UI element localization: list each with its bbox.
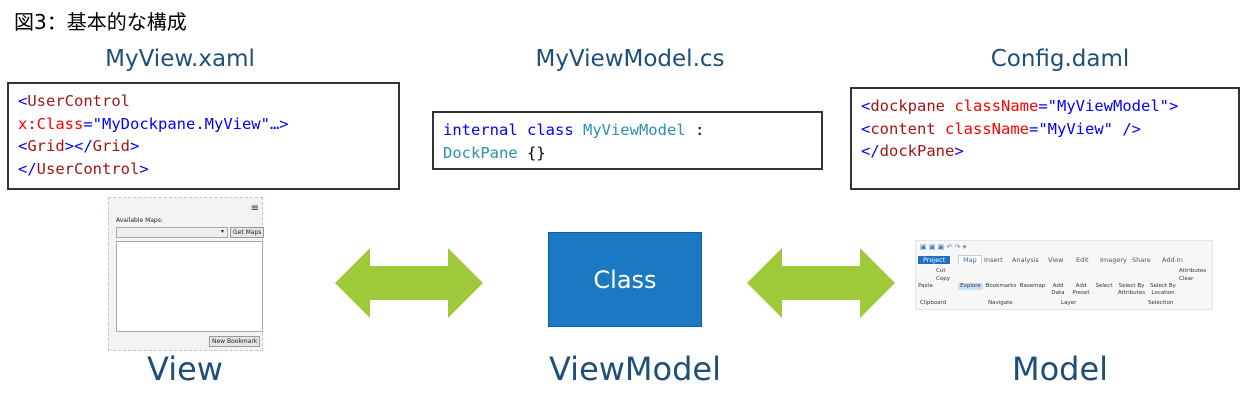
file-label-config: Config.daml: [990, 46, 1130, 72]
ribbon-button: Copy: [936, 276, 950, 282]
code-token: UserControl: [36, 159, 140, 178]
code-token: <: [18, 137, 28, 155]
caption-view: View: [147, 350, 223, 388]
figure-title: 図3：基本的な構成: [14, 10, 187, 34]
code-token: >: [139, 159, 149, 178]
code-token: <: [18, 92, 28, 110]
code-token: "MyView": [1038, 119, 1113, 138]
code-token: dockPane: [879, 142, 955, 160]
code-token: className: [935, 119, 1029, 138]
quick-access-icons: ▣ ▣ ▣ ↶ ↷ ▾: [920, 243, 967, 251]
ribbon-button: Add Preset: [1072, 283, 1090, 296]
code-token: </: [18, 159, 37, 178]
ribbon-tab: Map: [958, 255, 982, 264]
caption-model: Model: [1011, 350, 1109, 388]
class-box: Class: [548, 232, 702, 327]
code-token: internal class: [443, 121, 583, 139]
ribbon-button: Cut: [936, 268, 946, 274]
ribbon-tab: Imagery: [1100, 256, 1127, 264]
code-token: x:Class: [18, 114, 84, 133]
code-token: <: [861, 119, 871, 138]
code-token: className: [945, 97, 1039, 115]
ribbon-group-label: Selection: [1148, 300, 1174, 306]
code-token: Grid: [92, 137, 130, 155]
file-label-view: MyView.xaml: [105, 46, 255, 72]
ribbon-tab: Edit: [1076, 256, 1089, 264]
code-token: {}: [517, 143, 546, 162]
double-arrow-left: [335, 248, 483, 318]
view-screenshot: ≡ Available Maps: ▾ Get Maps New Bookmar…: [108, 197, 265, 351]
code-box-config: <dockpane className="MyViewModel"><conte…: [850, 87, 1240, 190]
caption-viewmodel: ViewModel: [548, 350, 721, 388]
ribbon-tab: Project: [918, 256, 951, 264]
ribbon-tab: Share: [1132, 256, 1151, 264]
code-line: x:Class="MyDockpane.MyView"…>: [18, 113, 389, 136]
ribbon-tab: View: [1048, 256, 1064, 264]
code-line: internal class MyViewModel :: [443, 119, 812, 142]
ribbon-button: Attributes: [1179, 268, 1207, 274]
ribbon-group-label: Navigate: [988, 300, 1013, 306]
bookmark-list: [116, 241, 263, 332]
menu-icon: ≡: [250, 203, 259, 214]
code-token: content: [870, 119, 936, 138]
code-line: </dockPane>: [861, 140, 1229, 163]
code-token: UserControl: [27, 92, 130, 110]
code-token: :: [685, 121, 705, 139]
ribbon-tab: Insert: [984, 256, 1003, 264]
code-token: "MyDockpane.MyView"…>: [92, 114, 289, 133]
code-token: <: [861, 97, 871, 115]
ribbon-button: Clear: [1179, 276, 1194, 282]
code-line: <content className="MyView" />: [861, 118, 1229, 141]
ribbon-group-label: Layer: [1061, 300, 1077, 306]
double-arrow-right: [747, 248, 895, 318]
ribbon-button: Bookmarks: [985, 283, 1017, 289]
ribbon-button: Paste: [918, 283, 933, 289]
code-token: =: [1038, 97, 1048, 115]
available-maps-label: Available Maps:: [116, 217, 163, 224]
code-line: <dockpane className="MyViewModel">: [861, 95, 1229, 118]
code-token: ></: [64, 137, 93, 155]
ribbon-tab: Analysis: [1012, 256, 1039, 264]
ribbon-tab: Add-In: [1162, 256, 1183, 264]
code-line: <UserControl: [18, 90, 389, 113]
code-token: dockpane: [870, 97, 945, 115]
get-maps-button: Get Maps: [230, 227, 265, 238]
code-box-viewmodel: internal class MyViewModel :DockPane {}: [432, 111, 823, 170]
code-token: DockPane: [443, 143, 518, 162]
maps-combobox: ▾: [116, 227, 228, 238]
code-line: DockPane {}: [443, 142, 812, 165]
code-token: </: [861, 142, 880, 160]
code-token: >: [954, 142, 964, 160]
code-line: </UserControl>: [18, 158, 389, 181]
code-token: =: [83, 114, 93, 133]
code-token: MyViewModel: [582, 121, 686, 139]
ribbon-button: Basemap: [1019, 283, 1046, 289]
ribbon-button: Select: [1095, 283, 1113, 289]
code-token: =: [1029, 119, 1039, 138]
new-bookmark-button: New Bookmark: [209, 336, 261, 347]
file-label-viewmodel: MyViewModel.cs: [535, 46, 725, 72]
ribbon-button: Select By Attributes: [1117, 283, 1146, 296]
code-token: />: [1113, 119, 1141, 138]
code-token: Grid: [27, 137, 65, 155]
ribbon-button: Add Data: [1051, 283, 1065, 296]
ribbon-button: Select By Location: [1150, 283, 1176, 296]
code-line: <Grid></Grid>: [18, 135, 389, 158]
code-token: >: [130, 137, 140, 155]
code-token: "MyViewModel": [1047, 97, 1169, 115]
ribbon-group-label: Clipboard: [920, 300, 947, 306]
ribbon-button: Explore: [958, 283, 983, 290]
code-token: >: [1169, 97, 1179, 115]
